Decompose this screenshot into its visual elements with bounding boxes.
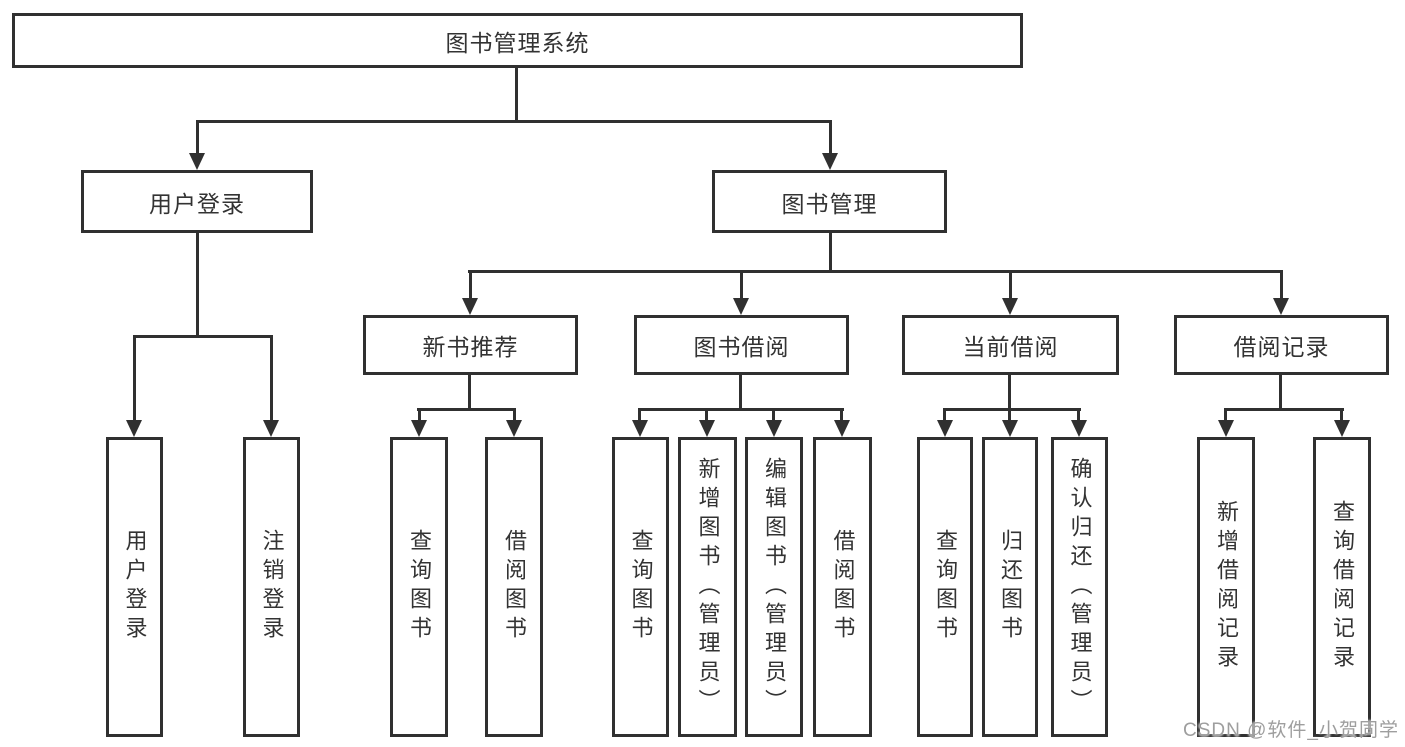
- node-book-management: 图书管理: [712, 170, 947, 233]
- arrow-down-icon: [1218, 420, 1234, 437]
- connector-stem-leaf: [638, 408, 641, 420]
- leaf-label: 注销登录: [259, 529, 285, 645]
- connector-stem-leaf: [1340, 408, 1343, 420]
- arrow-down-icon: [766, 420, 782, 437]
- node-leaf-add-book-admin: 新增图书（管理员）: [678, 437, 737, 737]
- connector-stem-currentborrow: [1009, 270, 1012, 298]
- node-leaf-add-borrow-record: 新增借阅记录: [1197, 437, 1255, 737]
- arrow-down-icon: [937, 420, 953, 437]
- node-leaf-query-book-2: 查询图书: [612, 437, 669, 737]
- arrow-down-icon: [1002, 298, 1018, 315]
- connector-stem-borrowrecord: [1280, 270, 1283, 298]
- arrow-down-icon: [822, 153, 838, 170]
- arrow-down-icon: [411, 420, 427, 437]
- connector-bookborrow-bus: [638, 408, 844, 411]
- leaf-label: 查询借阅记录: [1330, 500, 1355, 674]
- node-leaf-return-book: 归还图书: [982, 437, 1038, 737]
- leaf-label: 查询图书: [628, 529, 654, 645]
- leaf-label: 查询图书: [407, 529, 432, 645]
- connector-bookmgmt-stem: [829, 233, 832, 272]
- node-leaf-user-login: 用户登录: [106, 437, 163, 737]
- node-borrow-record: 借阅记录: [1174, 315, 1389, 375]
- leaf-label: 编辑图书（管理员）: [762, 456, 787, 718]
- node-leaf-query-borrow-record: 查询借阅记录: [1313, 437, 1371, 737]
- leaf-label: 查询图书: [933, 529, 958, 645]
- connector-currentborrow-stem: [1008, 375, 1011, 411]
- connector-currentborrow-bus: [943, 408, 1081, 411]
- connector-stem-leaf: [772, 408, 775, 420]
- connector-stem-leaf: [943, 408, 946, 420]
- connector-stem-leaf: [1077, 408, 1080, 420]
- leaf-label: 用户登录: [122, 529, 148, 645]
- connector-bookborrow-stem: [739, 375, 742, 411]
- leaf-label: 借阅图书: [830, 529, 856, 645]
- arrow-down-icon: [834, 420, 850, 437]
- arrow-down-icon: [632, 420, 648, 437]
- connector-stem-newbook: [469, 270, 472, 298]
- leaf-label: 新增借阅记录: [1214, 500, 1239, 674]
- connector-newbook-stem: [468, 375, 471, 411]
- node-leaf-edit-book-admin: 编辑图书（管理员）: [745, 437, 803, 737]
- connector-root-stem: [515, 68, 518, 122]
- connector-stem-leaf: [1224, 408, 1227, 420]
- leaf-label: 借阅图书: [502, 529, 527, 645]
- connector-stem-leaf: [705, 408, 708, 420]
- arrow-down-icon: [126, 420, 142, 437]
- connector-stem-leaf-login: [133, 335, 136, 420]
- arrow-down-icon: [733, 298, 749, 315]
- connector-userlogin-bus: [133, 335, 273, 338]
- arrow-down-icon: [1273, 298, 1289, 315]
- connector-stem-leaf: [840, 408, 843, 420]
- node-leaf-logout: 注销登录: [243, 437, 300, 737]
- connector-bookmgmt-bus: [468, 270, 1283, 273]
- arrow-down-icon: [263, 420, 279, 437]
- connector-stem-leaf: [1008, 408, 1011, 420]
- connector-stem-book-mgmt: [829, 120, 832, 153]
- leaf-label: 归还图书: [998, 529, 1023, 645]
- connector-stem-leaf-logout: [270, 335, 273, 420]
- arrow-down-icon: [1334, 420, 1350, 437]
- arrow-down-icon: [506, 420, 522, 437]
- node-user-login: 用户登录: [81, 170, 313, 233]
- csdn-watermark: CSDN @软件_小贺同学: [1183, 720, 1399, 741]
- connector-borrowrecord-bus: [1224, 408, 1344, 411]
- arrow-down-icon: [189, 153, 205, 170]
- node-new-book-recommend: 新书推荐: [363, 315, 578, 375]
- connector-borrowrecord-stem: [1279, 375, 1282, 411]
- connector-userlogin-stem: [196, 233, 199, 337]
- node-leaf-borrow-book-1: 借阅图书: [485, 437, 543, 737]
- connector-stem-leaf: [418, 408, 421, 420]
- connector-stem-leaf: [513, 408, 516, 420]
- node-leaf-confirm-return-admin: 确认归还（管理员）: [1051, 437, 1108, 737]
- node-leaf-query-book-3: 查询图书: [917, 437, 973, 737]
- connector-stem-user-login: [196, 120, 199, 153]
- connector-stem-bookborrow: [740, 270, 743, 298]
- connector-newbook-bus: [417, 408, 516, 411]
- connector-root-bus: [196, 120, 832, 123]
- leaf-label: 确认归还（管理员）: [1067, 456, 1093, 718]
- leaf-label: 新增图书（管理员）: [695, 456, 721, 718]
- node-book-borrow: 图书借阅: [634, 315, 849, 375]
- arrow-down-icon: [462, 298, 478, 315]
- arrow-down-icon: [1071, 420, 1087, 437]
- node-leaf-query-book-1: 查询图书: [390, 437, 448, 737]
- node-current-borrow: 当前借阅: [902, 315, 1119, 375]
- node-leaf-borrow-book-2: 借阅图书: [813, 437, 872, 737]
- arrow-down-icon: [1002, 420, 1018, 437]
- arrow-down-icon: [699, 420, 715, 437]
- node-root-system: 图书管理系统: [12, 13, 1023, 68]
